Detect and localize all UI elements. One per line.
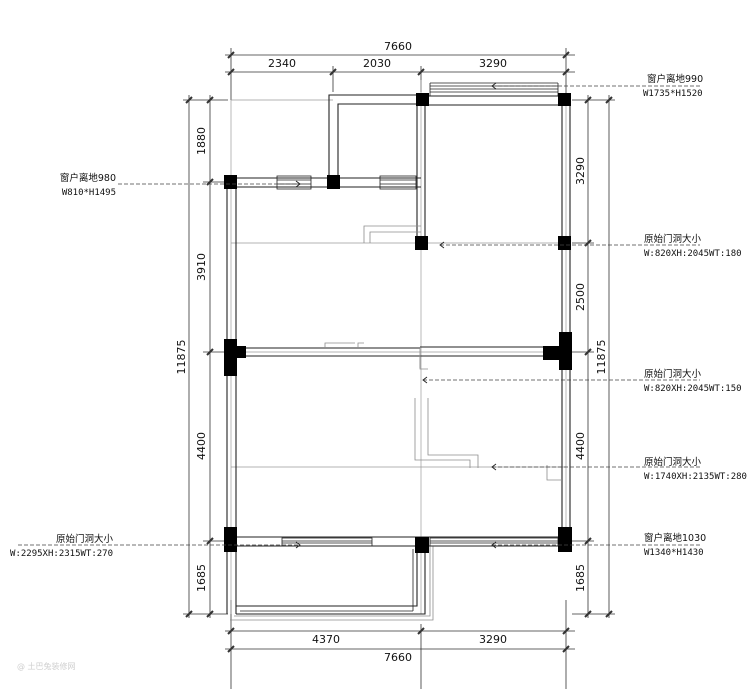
window-bottom-right-label: 窗户离地1030 [644, 532, 706, 544]
left-dim-3: 4400 [195, 432, 208, 460]
top-dim-3: 3290 [479, 57, 507, 70]
door-left-bottom-label: 原始门洞大小 [56, 533, 114, 545]
door-right-3-label: 原始门洞大小 [644, 456, 702, 468]
door-right-2-size: W:820XH:2045WT:150 [644, 384, 742, 394]
columns [224, 93, 572, 553]
bottom-dimensions [225, 600, 575, 689]
watermark: @ 土巴兔装修网 [17, 661, 76, 671]
bottom-dim-1: 4370 [312, 633, 340, 646]
top-dim-2: 2030 [363, 57, 391, 70]
window-top-right-label: 窗户离地990 [647, 73, 703, 85]
window-top-right-size: W1735*H1520 [643, 89, 703, 99]
leader-lines [18, 85, 700, 546]
right-total-dim: 11875 [595, 340, 608, 375]
top-dimensions [225, 48, 575, 100]
walls [226, 94, 571, 615]
left-dim-4: 1685 [195, 564, 208, 592]
right-dim-2: 2500 [574, 283, 587, 311]
bottom-total-dim: 7660 [384, 651, 412, 664]
left-dim-1: 1880 [195, 127, 208, 155]
right-dimensions [572, 95, 615, 618]
partition-lines [230, 225, 562, 621]
door-left-bottom-size: W:2295XH:2315WT:270 [10, 549, 113, 559]
door-right-1-label: 原始门洞大小 [644, 233, 702, 245]
top-total-dim: 7660 [384, 40, 412, 53]
window-left-label: 窗户离地980 [60, 172, 116, 184]
left-dimensions [183, 95, 228, 618]
door-right-2-label: 原始门洞大小 [644, 368, 702, 380]
left-total-dim: 11875 [175, 340, 188, 375]
right-dim-4: 1685 [574, 564, 587, 592]
door-right-3-size: W:1740XH:2135WT:280 [644, 472, 747, 482]
window-bottom-right-size: W1340*H1430 [644, 548, 704, 558]
door-right-1-size: W:820XH:2045WT:180 [644, 249, 742, 259]
right-dim-3: 4400 [574, 432, 587, 460]
right-dim-1: 3290 [574, 157, 587, 185]
window-left-size: W810*H1495 [62, 188, 116, 198]
top-dim-1: 2340 [268, 57, 296, 70]
left-dim-2: 3910 [195, 253, 208, 281]
bottom-dim-2: 3290 [479, 633, 507, 646]
leader-arrows [295, 82, 497, 549]
